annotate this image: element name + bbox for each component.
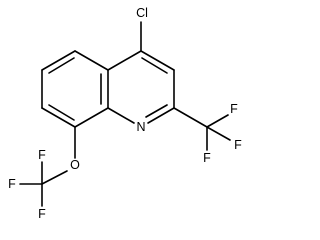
bond-cf3-f-top	[206, 114, 229, 128]
fluorine-label-cf3-right: F	[234, 138, 242, 152]
bond-c5-c6	[41, 50, 76, 71]
oxygen-label: O	[70, 158, 80, 172]
bond-c2-n1	[147, 107, 175, 124]
bond-c4-c3	[140, 50, 175, 71]
bond-c5-c6-inner	[48, 57, 75, 74]
bond-c8-c8a	[74, 107, 109, 128]
bond-c4-c3-inner	[141, 57, 168, 74]
bond-c2-n1-inner	[145, 104, 168, 118]
fluorine-label-ocf3-bottom: F	[38, 207, 46, 221]
molecule-structure-diagram: Cl N O F F F F F F	[8, 6, 242, 221]
bond-o-cf3	[41, 170, 68, 185]
fluorine-label-cf3-bottom: F	[203, 151, 211, 165]
bond-c2-cf3	[173, 107, 208, 128]
bond-c4a-c4	[107, 50, 142, 71]
fluorine-label-ocf3-left: F	[8, 177, 16, 191]
nitrogen-label: N	[136, 120, 145, 134]
fluorine-label-cf3-top: F	[230, 102, 238, 116]
bond-c7-c8-inner	[48, 104, 75, 121]
chlorine-label: Cl	[136, 6, 148, 20]
bond-cf3-f-right	[206, 126, 231, 141]
bond-c4a-c5	[74, 50, 109, 71]
bond-n1-c8a	[107, 107, 135, 124]
fluorine-label-ocf3-top: F	[38, 148, 46, 162]
bond-c7-c8	[41, 107, 76, 128]
